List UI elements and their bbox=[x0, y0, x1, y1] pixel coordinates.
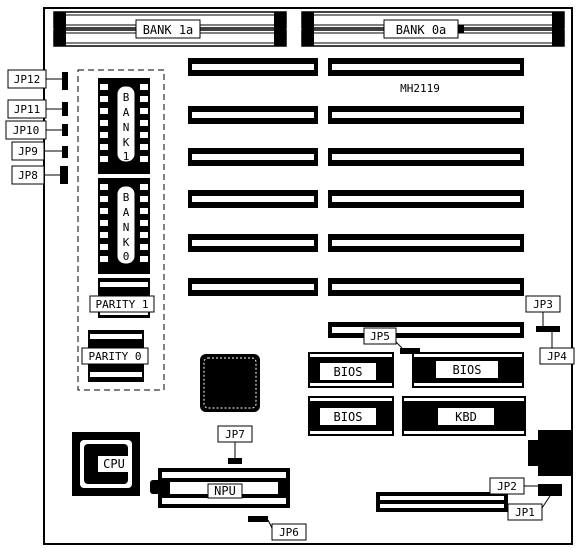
bios-chip-1: BIOS bbox=[308, 352, 394, 388]
header-strip bbox=[376, 492, 508, 512]
kbd-chip: KBD bbox=[402, 396, 526, 436]
svg-text:0: 0 bbox=[123, 250, 130, 263]
jp4-label: JP4 bbox=[547, 350, 567, 363]
jp6-label: JP6 bbox=[279, 526, 299, 539]
jumper-pins bbox=[60, 72, 562, 522]
jp7-label: JP7 bbox=[225, 428, 245, 441]
jp3-label: JP3 bbox=[533, 298, 553, 311]
svg-text:A: A bbox=[123, 206, 130, 219]
simm-bank-0a: BANK 0a bbox=[301, 11, 565, 47]
bios-3-label: BIOS bbox=[334, 410, 363, 424]
cpu-label: CPU bbox=[103, 457, 125, 471]
jp10-label: JP10 bbox=[13, 124, 40, 137]
bank-0-chips: B A N K 0 bbox=[98, 178, 150, 274]
bank-1a-label: BANK 1a bbox=[143, 23, 194, 37]
npu-label: NPU bbox=[214, 484, 236, 498]
bank-0a-label: BANK 0a bbox=[396, 23, 447, 37]
board-model-label: MH2119 bbox=[400, 82, 440, 95]
svg-text:B: B bbox=[123, 91, 130, 104]
jp2-label: JP2 bbox=[497, 480, 517, 493]
bios-1-label: BIOS bbox=[334, 365, 363, 379]
svg-text:N: N bbox=[123, 221, 130, 234]
svg-text:K: K bbox=[123, 136, 130, 149]
plcc-chip bbox=[200, 354, 260, 412]
svg-text:B: B bbox=[123, 191, 130, 204]
bank-1-chips: B A N K 1 bbox=[98, 78, 150, 174]
jp12-label: JP12 bbox=[14, 73, 41, 86]
npu-socket: NPU bbox=[158, 468, 290, 508]
parity-0-label: PARITY 0 bbox=[89, 350, 142, 363]
jp9-label: JP9 bbox=[18, 145, 38, 158]
parity-1-chip: PARITY 1 bbox=[89, 278, 155, 318]
simm-bank-1a: BANK 1a bbox=[53, 11, 287, 47]
cpu-chip: CPU bbox=[72, 432, 140, 496]
memory-area-outline bbox=[77, 69, 165, 391]
kbd-label: KBD bbox=[455, 410, 477, 424]
bios-2-label: BIOS bbox=[453, 363, 482, 377]
parity-0-chip: PARITY 0 bbox=[81, 330, 149, 382]
bios-chip-3: BIOS bbox=[308, 396, 394, 436]
svg-text:A: A bbox=[123, 106, 130, 119]
jp11-label: JP11 bbox=[14, 103, 41, 116]
svg-text:N: N bbox=[123, 121, 130, 134]
jp5-label: JP5 bbox=[370, 330, 390, 343]
parity-1-label: PARITY 1 bbox=[96, 298, 149, 311]
svg-text:1: 1 bbox=[123, 150, 130, 163]
jumper-labels: JP12 JP11 JP10 JP9 JP8 JP5 JP3 JP4 JP7 J… bbox=[5, 69, 575, 541]
jp1-label: JP1 bbox=[515, 506, 535, 519]
bios-chip-2: BIOS bbox=[412, 352, 524, 388]
keyboard-connector bbox=[528, 430, 572, 476]
svg-text:K: K bbox=[123, 236, 130, 249]
jp8-label: JP8 bbox=[18, 169, 38, 182]
